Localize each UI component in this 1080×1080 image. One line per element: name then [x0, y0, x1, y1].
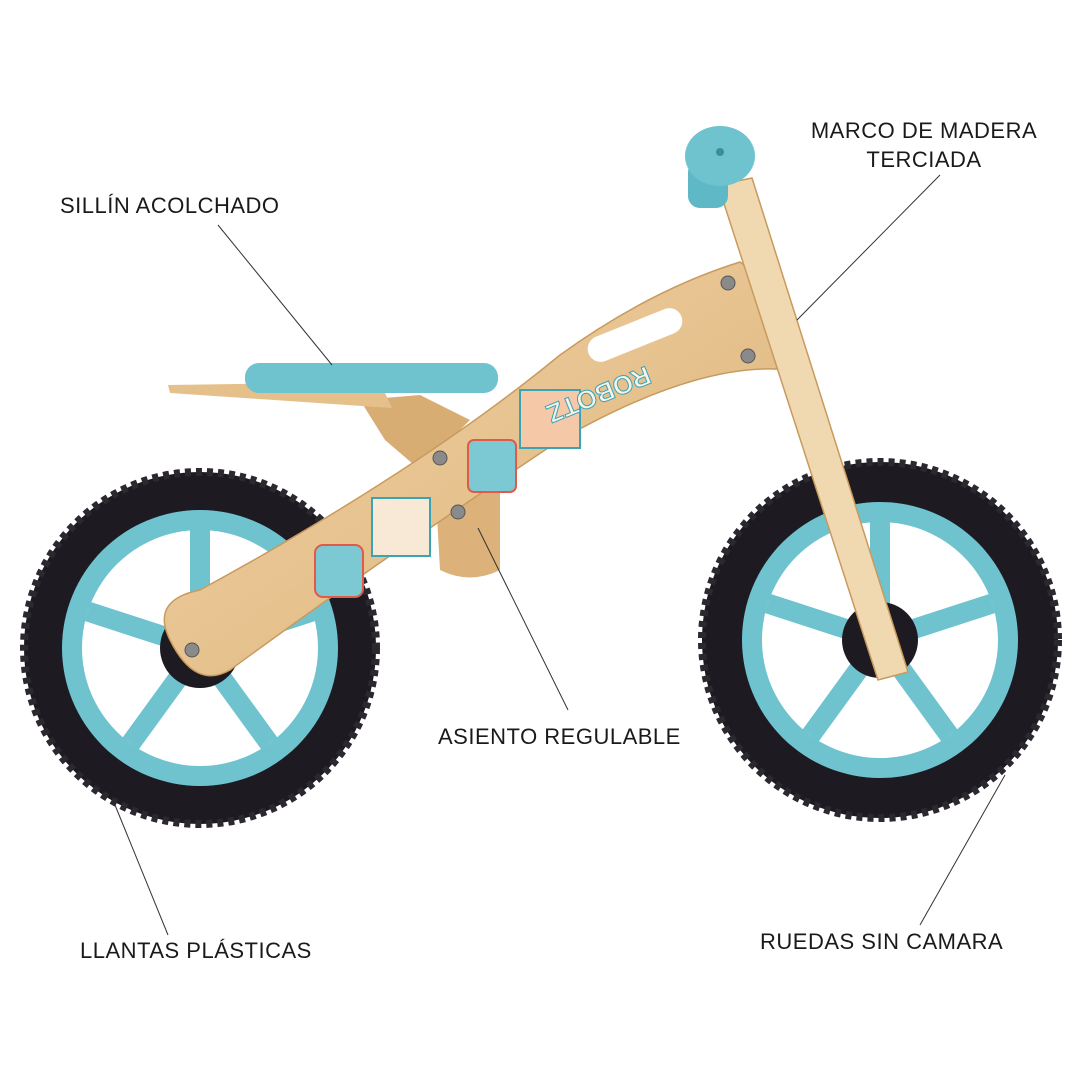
handlebar-grip: [685, 126, 755, 208]
callout-frame-line2: TERCIADA: [866, 147, 982, 172]
front-fork: [717, 177, 909, 681]
callout-rims: LLANTAS PLÁSTICAS: [80, 938, 312, 963]
frame-handle-slot: [587, 308, 683, 362]
callout-adjustable-seat: ASIENTO REGULABLE: [438, 724, 681, 749]
seat-support: [360, 395, 470, 470]
robot-stickers: [314, 389, 581, 598]
callout-frame: MARCO DE MADERA TERCIADA: [790, 118, 1058, 173]
seat-cushion: [245, 363, 498, 393]
callout-seat: SILLÍN ACOLCHADO: [60, 193, 280, 218]
callout-tires: RUEDAS SIN CAMARA: [760, 929, 1004, 954]
callout-lines: [114, 174, 1006, 936]
callout-frame-line1: MARCO DE MADERA: [810, 118, 1038, 143]
